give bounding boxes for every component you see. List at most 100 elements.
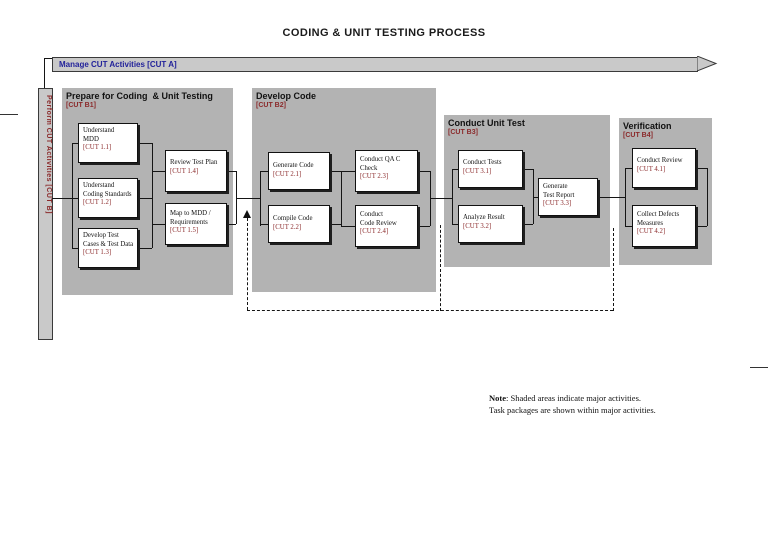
area-cut-code: [CUT B4] <box>623 132 653 139</box>
page-edge-mark <box>0 114 18 115</box>
connector-line <box>140 198 152 199</box>
diagram-note: Note: Shaded areas indicate major activi… <box>489 392 719 416</box>
task-box-generate-test-report: Generate Test Report [CUT 3.3] <box>538 178 598 216</box>
connector-line <box>625 226 632 227</box>
task-label: Generate Test Report <box>543 183 575 199</box>
perform-activities-bar: Perform CUT Activities [CUT B] <box>38 88 53 340</box>
connector-line <box>229 171 236 172</box>
connector-line <box>430 198 452 199</box>
connector-line <box>236 171 237 224</box>
connector-line <box>152 143 153 248</box>
connector-line <box>533 197 538 198</box>
connector-line <box>260 171 261 226</box>
area-header: Verification [CUT B4] <box>623 121 672 139</box>
connector-line <box>707 168 708 226</box>
arrow-up-icon <box>243 210 251 218</box>
connector-line <box>152 224 165 225</box>
task-label: Conduct Review <box>637 157 683 164</box>
connector-line <box>72 143 73 248</box>
connector-line <box>525 224 533 225</box>
task-cut-code: [CUT 3.2] <box>463 222 492 230</box>
task-label: Collect Defects Measures <box>637 211 680 227</box>
connector-line <box>236 198 260 199</box>
feedback-dashed-line <box>247 218 248 310</box>
task-label: Compile Code <box>273 215 313 222</box>
connector-line <box>698 168 707 169</box>
task-box-map-to-mdd-requirements: Map to MDD / Requirements [CUT 1.5] <box>165 203 227 245</box>
task-label: Conduct Code Review <box>360 211 397 227</box>
page-title: CODING & UNIT TESTING PROCESS <box>282 27 486 39</box>
task-label: Understand Coding Standards <box>83 182 132 198</box>
task-box-conduct-review: Conduct Review [CUT 4.1] <box>632 148 696 188</box>
connector-line <box>452 169 453 224</box>
note-line-1: Note: Shaded areas indicate major activi… <box>489 392 719 404</box>
connector-line <box>52 198 78 199</box>
task-box-collect-defects-measures: Collect Defects Measures [CUT 4.2] <box>632 205 696 247</box>
connector-line <box>260 224 268 225</box>
task-cut-code: [CUT 2.1] <box>273 170 302 178</box>
connector-line <box>72 248 78 249</box>
task-cut-code: [CUT 1.2] <box>83 199 112 206</box>
task-label: Conduct Tests <box>463 159 502 166</box>
area-title: Develop Code <box>256 91 317 101</box>
connector-line <box>341 226 355 227</box>
connector-line <box>625 168 632 169</box>
task-box-develop-test-cases: Develop Test Cases & Test Data [CUT 1.3] <box>78 228 138 268</box>
connector-line <box>332 171 341 172</box>
area-title: Verification <box>623 121 672 131</box>
task-label: Generate Code <box>273 162 314 169</box>
arrow-right-icon <box>697 56 718 71</box>
task-label: Map to MDD / Requirements <box>170 210 211 226</box>
connector-line <box>341 171 355 172</box>
connector-line <box>698 226 707 227</box>
feedback-dashed-line <box>247 310 613 311</box>
feedback-dashed-line <box>440 225 441 311</box>
area-cut-code: [CUT B2] <box>256 102 286 109</box>
connector-line <box>525 169 533 170</box>
task-label: Understand MDD <box>83 127 115 143</box>
connector-line <box>229 224 236 225</box>
feedback-dashed-line <box>613 228 614 311</box>
task-cut-code: [CUT 2.3] <box>360 173 389 180</box>
note-line-2: Task packages are shown within major act… <box>489 405 656 415</box>
task-cut-code: [CUT 4.2] <box>637 228 666 235</box>
task-box-conduct-code-review: Conduct Code Review [CUT 2.4] <box>355 205 418 247</box>
connector-line <box>420 226 430 227</box>
area-cut-code: [CUT B1] <box>66 102 96 109</box>
task-box-review-test-plan: Review Test Plan [CUT 1.4] <box>165 150 227 192</box>
task-box-conduct-qac-check: Conduct QA C Check [CUT 2.3] <box>355 150 418 192</box>
connector-line <box>140 143 152 144</box>
task-box-conduct-tests: Conduct Tests [CUT 3.1] <box>458 150 523 188</box>
connector-line <box>140 248 152 249</box>
area-header: Prepare for Coding & Unit Testing [CUT B… <box>66 91 213 109</box>
task-cut-code: [CUT 3.3] <box>543 200 572 207</box>
task-label: Analyze Result <box>463 214 505 221</box>
connector-line <box>332 224 341 225</box>
task-box-understand-mdd: Understand MDD [CUT 1.1] <box>78 123 138 163</box>
connector-line <box>260 171 268 172</box>
area-header: Develop Code [CUT B2] <box>256 91 316 109</box>
connector-line <box>44 58 45 88</box>
area-cut-code: [CUT B3] <box>448 129 478 136</box>
connector-line <box>420 171 430 172</box>
task-cut-code: [CUT 2.2] <box>273 223 302 231</box>
area-header: Conduct Unit Test [CUT B3] <box>448 118 525 136</box>
manage-activities-bar: Manage CUT Activities [CUT A] <box>52 57 698 72</box>
connector-line <box>600 197 625 198</box>
task-cut-code: [CUT 1.5] <box>170 227 199 234</box>
task-label: Conduct QA C Check <box>360 156 401 172</box>
connector-line <box>152 171 165 172</box>
manage-activities-label: Manage CUT Activities [CUT A] <box>59 60 177 69</box>
task-label: Review Test Plan <box>170 159 218 166</box>
connector-line <box>341 171 342 226</box>
perform-activities-label: Perform CUT Activities [CUT B] <box>45 95 52 214</box>
connector-line <box>452 224 458 225</box>
task-cut-code: [CUT 1.4] <box>170 167 199 175</box>
note-text: : Shaded areas indicate major activities… <box>506 393 642 403</box>
task-box-compile-code: Compile Code [CUT 2.2] <box>268 205 330 243</box>
task-box-generate-code: Generate Code [CUT 2.1] <box>268 152 330 190</box>
connector-line <box>72 143 78 144</box>
connector-line <box>44 58 52 59</box>
area-title: Prepare for Coding & Unit Testing <box>66 91 213 101</box>
